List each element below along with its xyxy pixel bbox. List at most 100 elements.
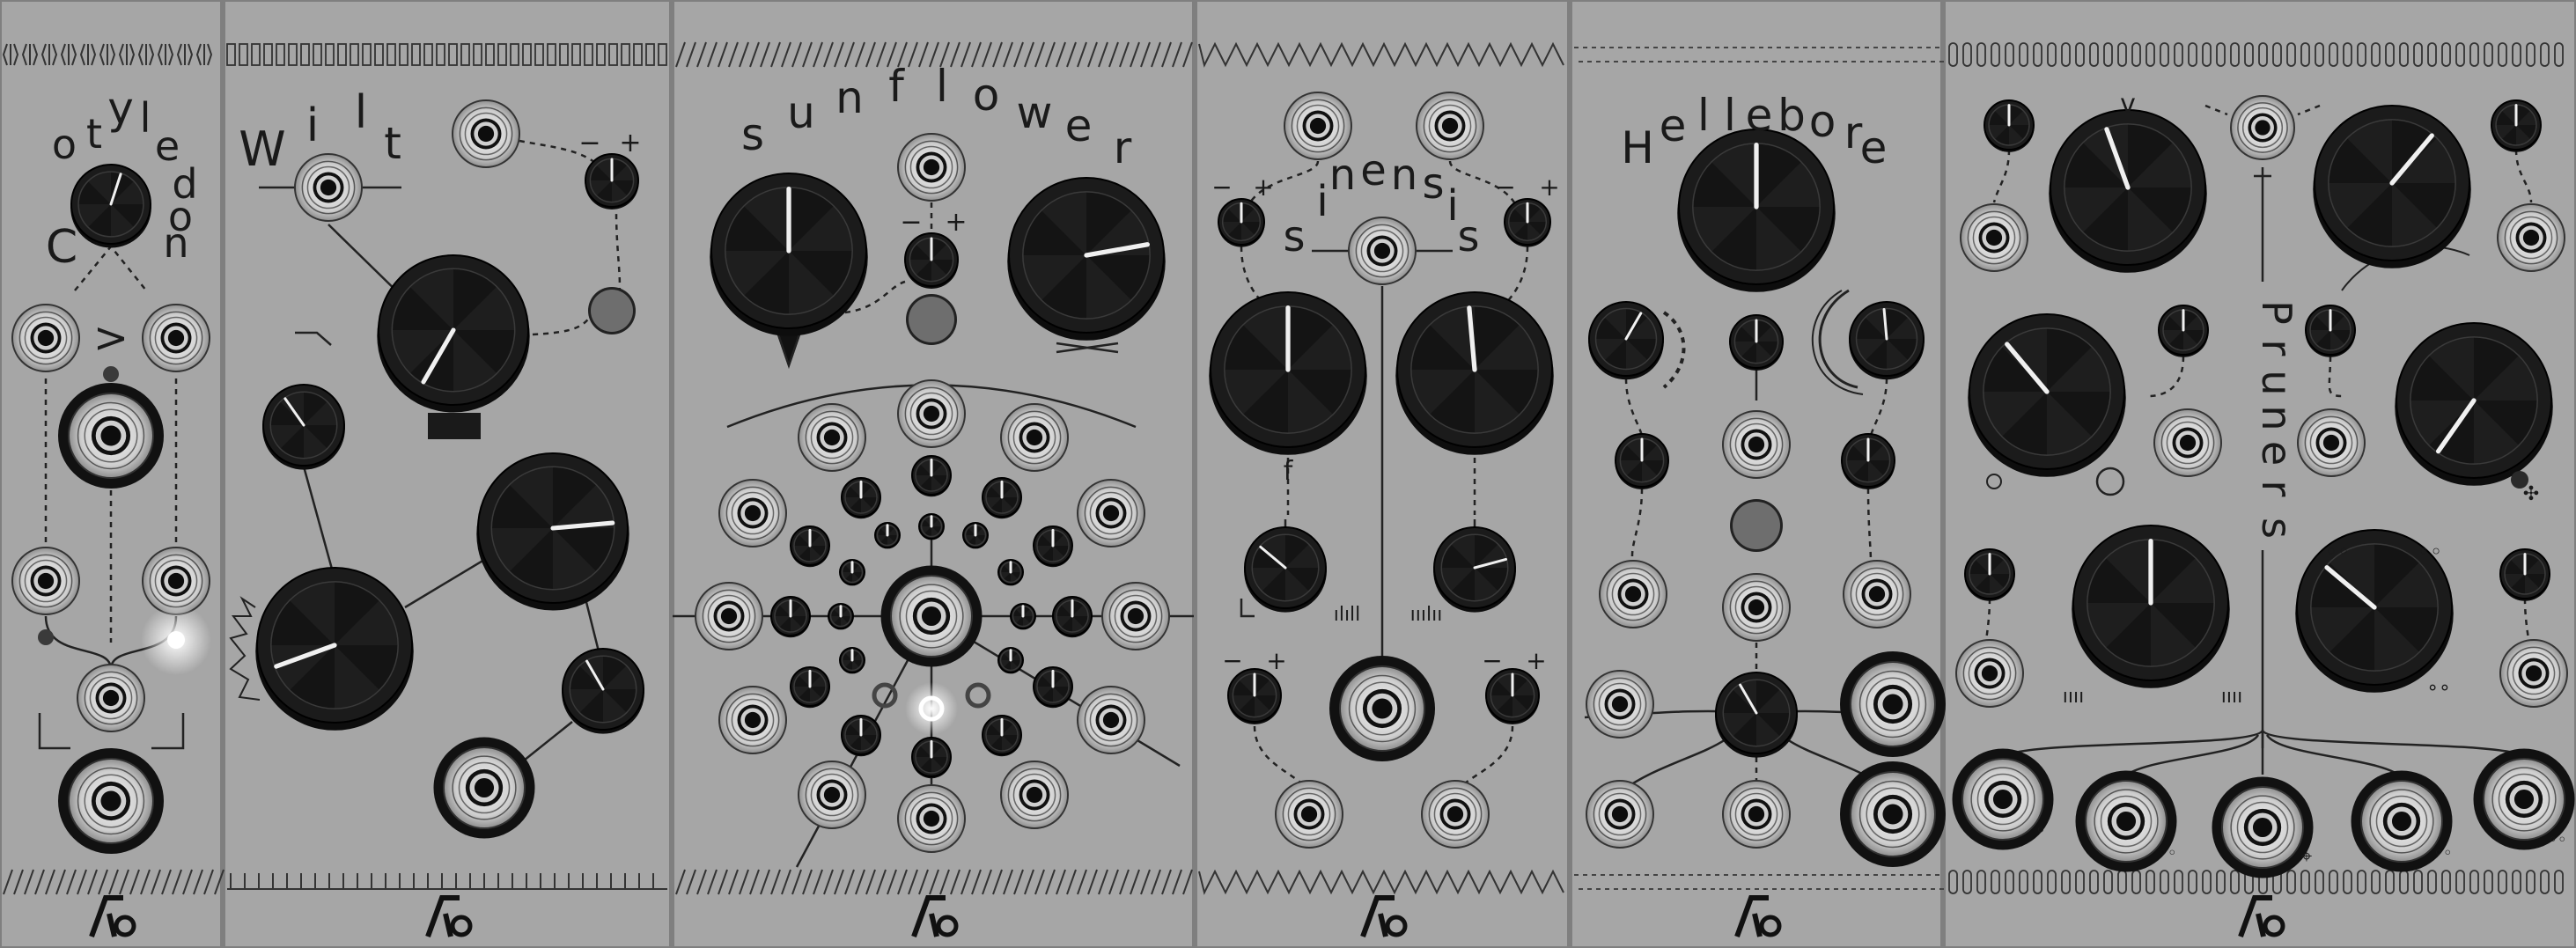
petal-knob-11[interactable] xyxy=(982,715,1022,757)
rate-b-knob[interactable] xyxy=(1395,291,1554,455)
petal-knob-8[interactable] xyxy=(790,666,830,709)
petal-knob-9[interactable] xyxy=(1033,666,1073,709)
attenuator-1-knob[interactable] xyxy=(1984,99,2035,152)
fm-b-knob[interactable] xyxy=(1485,668,1540,725)
cv-jack-b[interactable] xyxy=(1416,92,1484,160)
cv-jack[interactable] xyxy=(452,99,520,168)
shape-b-jack[interactable] xyxy=(2499,639,2568,708)
trigger-jack[interactable] xyxy=(294,153,363,222)
out-a-jack[interactable] xyxy=(1275,780,1343,849)
ring-jack-6[interactable] xyxy=(695,582,763,650)
mod-a-jack[interactable] xyxy=(2153,408,2222,477)
input-b-jack[interactable] xyxy=(1722,573,1791,642)
mod-b-jack[interactable] xyxy=(2297,408,2366,477)
input-a-jack[interactable] xyxy=(1599,560,1667,628)
attenuator-knob[interactable] xyxy=(585,153,639,209)
output-jack[interactable] xyxy=(58,383,164,489)
ring-jack-1[interactable] xyxy=(897,379,966,448)
mix-output-jack[interactable] xyxy=(1329,656,1435,761)
rate-cv-jack[interactable] xyxy=(897,133,966,202)
petal-knob-6[interactable] xyxy=(770,596,811,638)
depth-knob[interactable] xyxy=(262,384,345,470)
out-left-jack[interactable] xyxy=(1586,780,1654,849)
ratio-knob[interactable] xyxy=(710,173,868,336)
ring-jack-7[interactable] xyxy=(1101,582,1170,650)
time-knob[interactable] xyxy=(255,567,414,731)
petal-trim-9[interactable] xyxy=(997,647,1024,674)
petal-knob-2[interactable] xyxy=(841,477,881,519)
cut-b-knob[interactable] xyxy=(2313,105,2471,268)
clock-jack[interactable] xyxy=(2230,95,2295,160)
ring-jack-10[interactable] xyxy=(798,761,866,829)
petal-trim-8[interactable] xyxy=(839,647,865,674)
petal-trim-6[interactable] xyxy=(828,603,854,630)
petal-knob-12[interactable] xyxy=(911,737,952,779)
wilt-button[interactable] xyxy=(588,287,636,334)
petal-knob-10[interactable] xyxy=(841,715,881,757)
petal-trim-5[interactable] xyxy=(997,559,1024,586)
shape-a-jack[interactable] xyxy=(1955,639,2024,708)
ring-jack-2[interactable] xyxy=(798,403,866,472)
input-jack-a[interactable] xyxy=(11,304,80,372)
cut-a-knob[interactable] xyxy=(2049,109,2207,273)
depth-a-knob[interactable] xyxy=(2158,305,2209,357)
ring-jack-12[interactable] xyxy=(897,784,966,853)
petal-knob-7[interactable] xyxy=(1052,596,1093,638)
tone-knob[interactable] xyxy=(1729,314,1784,371)
mix-b-knob[interactable] xyxy=(2295,529,2454,693)
petal-trim-3[interactable] xyxy=(962,522,989,549)
prune-a-knob[interactable] xyxy=(1968,313,2126,477)
reset-button[interactable] xyxy=(906,294,957,345)
ring-jack-5[interactable] xyxy=(1077,479,1145,547)
out-4-jack[interactable] xyxy=(2351,770,2453,872)
cv-attenuator-knob[interactable] xyxy=(904,232,959,289)
prune-b-knob[interactable] xyxy=(2395,322,2553,486)
feedback-knob[interactable] xyxy=(1849,301,1925,380)
mix-a-knob[interactable] xyxy=(2072,525,2230,688)
out-mid-jack[interactable] xyxy=(1722,780,1791,849)
shape-knob[interactable] xyxy=(476,452,629,611)
center-output-jack[interactable] xyxy=(880,565,983,667)
mod-a-knob[interactable] xyxy=(1615,433,1669,489)
cv-2-jack[interactable] xyxy=(2497,203,2565,272)
gate-jack-a[interactable] xyxy=(11,547,80,615)
input-c-jack[interactable] xyxy=(1843,560,1911,628)
petal-trim-2[interactable] xyxy=(874,522,901,549)
petal-trim-4[interactable] xyxy=(839,559,865,586)
petal-knob-5[interactable] xyxy=(1033,525,1073,568)
division-a-knob[interactable] xyxy=(1244,526,1327,613)
out-1-jack[interactable] xyxy=(1952,748,2054,850)
decay-knob[interactable] xyxy=(1677,129,1836,292)
ring-jack-11[interactable] xyxy=(1000,761,1069,829)
out-5-jack[interactable] xyxy=(2473,748,2575,850)
mix-knob[interactable] xyxy=(1715,672,1798,758)
out-3-jack[interactable] xyxy=(2212,776,2314,878)
out-2-jack[interactable] xyxy=(2075,770,2177,872)
spread-knob[interactable] xyxy=(1007,177,1166,341)
petal-trim-7[interactable] xyxy=(1010,603,1036,630)
final-output-jack[interactable] xyxy=(58,748,164,854)
petal-trim-1[interactable] xyxy=(918,513,945,540)
petal-knob-1[interactable] xyxy=(911,455,952,497)
ring-jack-8[interactable] xyxy=(718,686,787,754)
cv-jack-a[interactable] xyxy=(1284,92,1352,160)
rate-a-knob[interactable] xyxy=(1209,291,1367,455)
mix-jack[interactable] xyxy=(77,664,145,732)
depth-b-knob[interactable] xyxy=(2305,305,2356,357)
attenuator-a-knob[interactable] xyxy=(1218,198,1265,247)
attenuator-b-knob[interactable] xyxy=(1504,198,1551,247)
out-right-jack[interactable] xyxy=(1840,761,1946,867)
gate-jack-b[interactable] xyxy=(142,547,210,615)
petal-knob-4[interactable] xyxy=(790,525,830,568)
shape-a-knob[interactable] xyxy=(1964,548,2015,601)
division-b-knob[interactable] xyxy=(1433,526,1516,613)
send-jack[interactable] xyxy=(1586,670,1654,739)
ring-jack-9[interactable] xyxy=(1077,686,1145,754)
freeze-button[interactable] xyxy=(1730,499,1783,552)
fm-a-knob[interactable] xyxy=(1227,668,1282,725)
rate-knob[interactable] xyxy=(70,164,151,248)
amount-knob[interactable] xyxy=(562,648,644,734)
cv-1-jack[interactable] xyxy=(1960,203,2028,272)
return-jack[interactable] xyxy=(1840,651,1946,757)
size-knob[interactable] xyxy=(1588,301,1664,380)
